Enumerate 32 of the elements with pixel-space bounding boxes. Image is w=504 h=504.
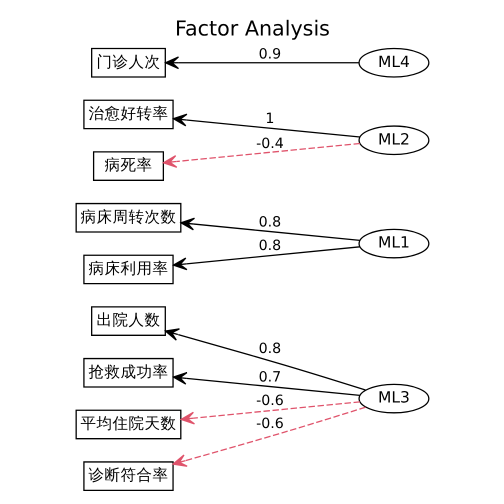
edge-label: 0.8 [258, 214, 281, 231]
node-box: 治愈好转率 [82, 100, 174, 130]
node-box: 抢救成功率 [82, 358, 174, 388]
arrow [180, 401, 360, 425]
edge-label: -0.6 [256, 416, 284, 432]
node-box: 诊断符合率 [82, 461, 174, 491]
node-box: 出院人数 [90, 306, 166, 336]
edge-label: 0.7 [258, 370, 281, 386]
arrow [180, 218, 360, 242]
diagram-title: Factor Analysis [174, 16, 330, 40]
node-ellipse: ML4 [358, 48, 429, 78]
arrow [162, 142, 360, 168]
edge-label: 0.9 [258, 46, 281, 63]
node-box: 病床利用率 [82, 254, 174, 284]
node-box: 门诊人次 [90, 48, 166, 78]
edge-label: -0.4 [256, 136, 284, 152]
arrow [172, 372, 360, 396]
edge-label: -0.6 [256, 392, 284, 409]
node-box: 平均住院天数 [75, 410, 181, 440]
arrow [164, 56, 358, 70]
arrow [172, 406, 366, 467]
node-ellipse: ML2 [358, 125, 429, 156]
node-box: 病死率 [92, 151, 164, 181]
edge-label: 1 [264, 111, 274, 128]
node-ellipse: ML1 [358, 228, 429, 258]
edge-label: 0.8 [258, 341, 281, 358]
arrow [172, 114, 360, 138]
node-ellipse: ML3 [358, 384, 429, 414]
arrow [172, 246, 360, 270]
arrow [164, 328, 366, 391]
edge-label: 0.8 [258, 238, 281, 254]
node-box: 病床周转次数 [75, 202, 181, 233]
